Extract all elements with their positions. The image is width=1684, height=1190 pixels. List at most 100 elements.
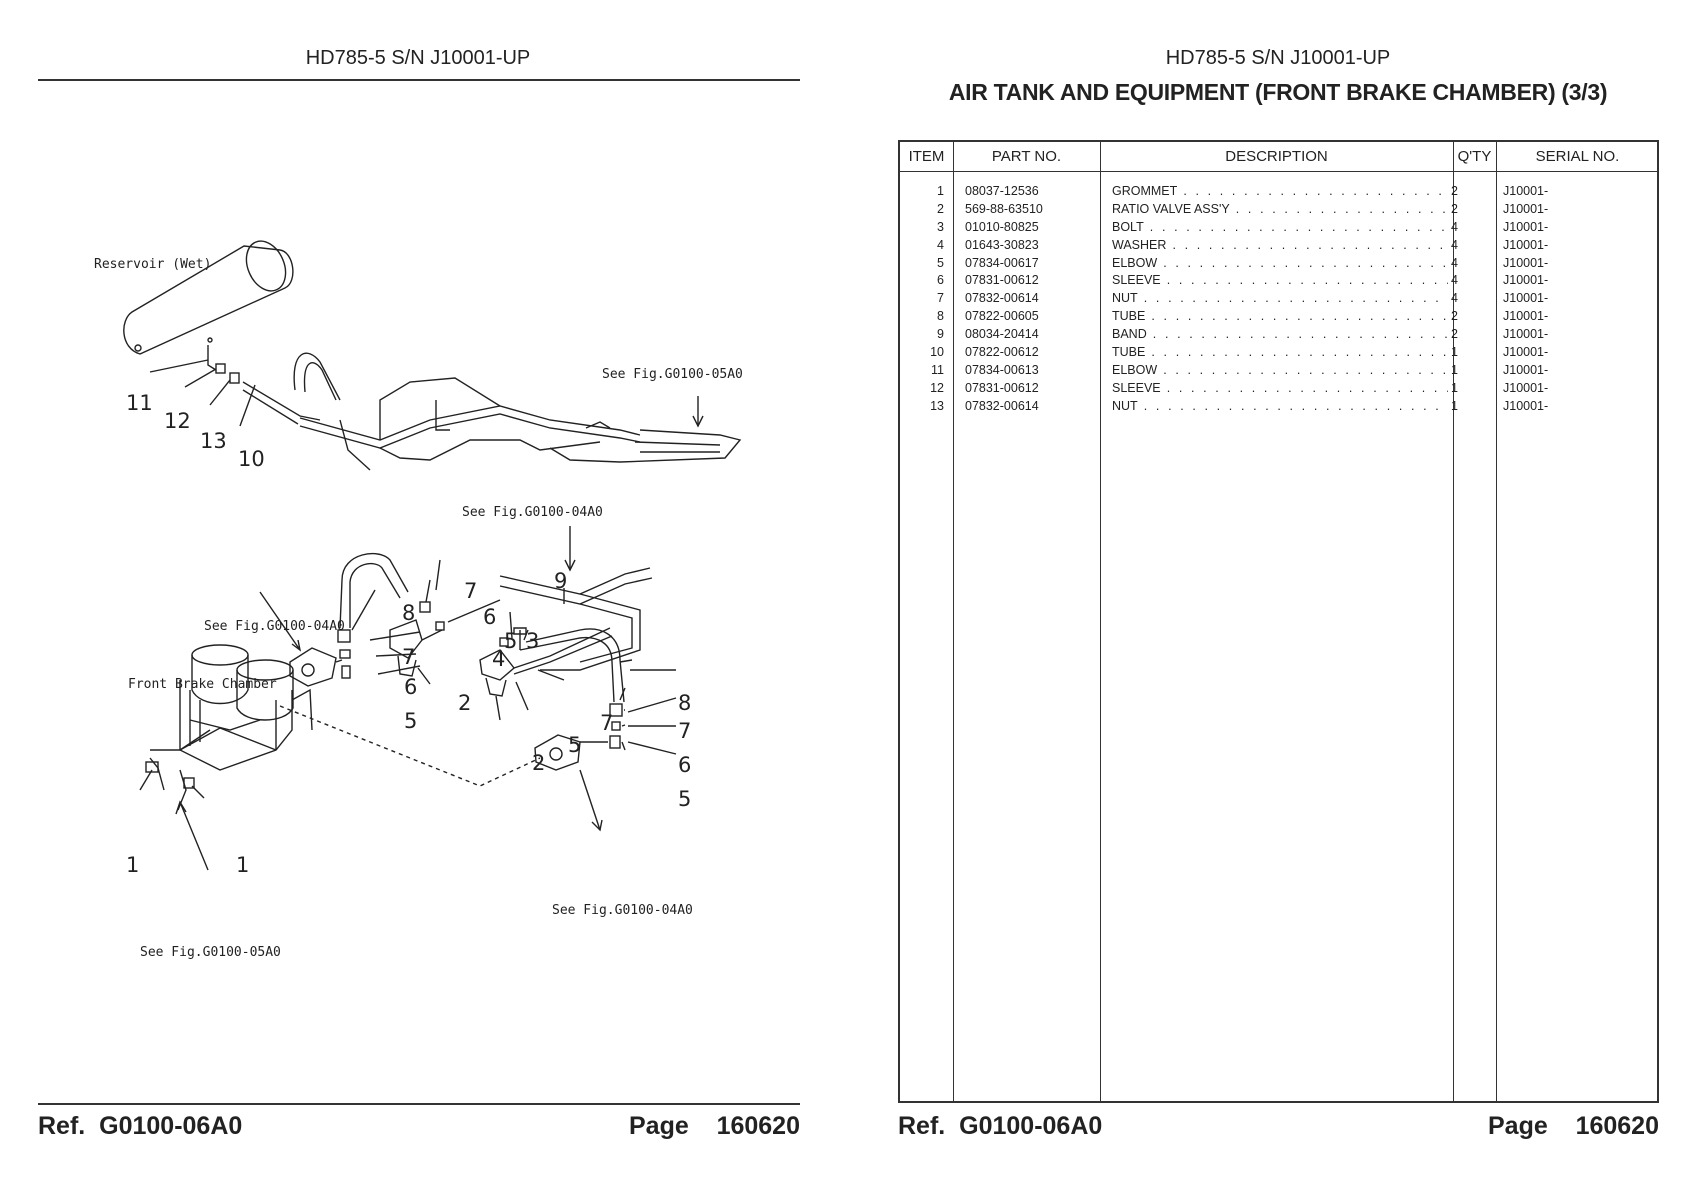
item-cell: 10 — [930, 345, 944, 360]
front-brake-chamber-label: Front Brake Chamber — [128, 677, 277, 692]
callout-3: 3 — [526, 629, 539, 653]
description-cell: BAND . . . . . . . . . . . . . . . . . .… — [1112, 327, 1448, 342]
part-no-cell: 07834-00613 — [965, 362, 1039, 377]
item-cell: 8 — [937, 309, 944, 324]
serial-cell: J10001- — [1503, 273, 1549, 288]
table-row: 11 07834-00613 ELBOW . . . . . . . . . . .… — [900, 362, 1657, 380]
callout-7-mid: 7 — [600, 711, 613, 735]
item-cell: 1 — [937, 184, 944, 198]
qty-cell: 4 — [1451, 273, 1458, 288]
callout-1-right: 1 — [236, 853, 249, 877]
table-row: 9 08034-20414 BAND . . . . . . . . . . . .… — [900, 326, 1657, 344]
callout-9: 9 — [554, 569, 567, 593]
callout-8-upper: 8 — [402, 601, 415, 625]
callout-5-mid: 5 — [568, 733, 581, 757]
description-cell: GROMMET . . . . . . . . . . . . . . . . … — [1112, 184, 1448, 198]
item-cell: 6 — [937, 273, 944, 288]
callout-6-right: 6 — [678, 753, 691, 777]
page-title: AIR TANK AND EQUIPMENT (FRONT BRAKE CHAM… — [948, 79, 1608, 105]
left-footer-page: Page 160620 — [616, 1112, 800, 1141]
callout-7-left: 7 — [402, 645, 415, 669]
header-item: ITEM — [908, 148, 945, 165]
right-footer-page: Page 160620 — [1470, 1112, 1659, 1141]
parts-rows: 1 08037-12536 GROMMET . . . . . . . . . . … — [900, 183, 1657, 416]
ref-label: Ref. — [898, 1112, 946, 1140]
part-no-cell: 08037-12536 — [965, 184, 1039, 198]
callout-12: 12 — [164, 409, 191, 433]
part-no-cell: 07831-00612 — [965, 273, 1039, 288]
right-footer-ref: Ref. G0100-06A0 — [898, 1112, 1102, 1141]
item-cell: 7 — [937, 291, 944, 306]
reservoir-tank — [123, 245, 294, 355]
right-page-header: HD785-5 S/N J10001-UP — [1165, 47, 1391, 69]
serial-cell: J10001- — [1503, 184, 1549, 198]
ref-label: Ref. — [38, 1112, 86, 1140]
callout-5-right: 5 — [678, 787, 691, 811]
qty-cell: 2 — [1451, 309, 1458, 324]
description-cell: SLEEVE . . . . . . . . . . . . . . . . .… — [1112, 380, 1448, 395]
part-no-cell: 08034-20414 — [965, 327, 1039, 342]
see-fig-04a0-mid: See Fig.G0100-04A0 — [462, 505, 603, 520]
left-footer-rule — [38, 1103, 800, 1105]
serial-cell: J10001- — [1503, 380, 1549, 395]
callout-6-upper: 6 — [483, 605, 496, 629]
serial-cell: J10001- — [1503, 237, 1549, 252]
description-cell: SLEEVE . . . . . . . . . . . . . . . . .… — [1112, 273, 1448, 288]
qty-cell: 1 — [1451, 362, 1458, 377]
part-no-cell: 07822-00612 — [965, 345, 1039, 360]
item-cell: 11 — [931, 362, 944, 377]
part-no-cell: 569-88-63510 — [965, 201, 1043, 216]
serial-cell: J10001- — [1503, 398, 1549, 413]
qty-cell: 1 — [1451, 398, 1458, 413]
exploded-parts-drawing: Reservoir (Wet) See Fig.G0100-05A0 See F… — [94, 240, 743, 960]
header-serial: SERIAL NO. — [1535, 148, 1620, 165]
page-number: 160620 — [1575, 1112, 1659, 1140]
parts-table: ITEM PART NO. DESCRIPTION Q'TY SERIAL NO… — [898, 140, 1659, 1103]
see-fig-05a0-bottom: See Fig.G0100-05A0 — [140, 945, 281, 960]
item-cell: 4 — [937, 237, 944, 252]
callout-11: 11 — [126, 391, 153, 415]
qty-cell: 2 — [1451, 184, 1458, 198]
serial-cell: J10001- — [1503, 327, 1549, 342]
left-header-rule — [38, 79, 800, 81]
qty-cell: 1 — [1451, 345, 1458, 360]
description-cell: BOLT . . . . . . . . . . . . . . . . . .… — [1112, 219, 1448, 234]
callout-5-upper: 5 — [504, 629, 517, 653]
serial-cell: J10001- — [1503, 345, 1549, 360]
qty-cell: 2 — [1451, 327, 1458, 342]
description-cell: ELBOW . . . . . . . . . . . . . . . . . … — [1112, 255, 1448, 270]
item-cell: 2 — [937, 201, 944, 216]
description-cell: RATIO VALVE ASS'Y . . . . . . . . . . . … — [1112, 201, 1448, 216]
item-cell: 9 — [937, 327, 944, 342]
qty-cell: 4 — [1451, 255, 1458, 270]
callout-2-right: 2 — [532, 751, 545, 775]
part-no-cell: 07832-00614 — [965, 291, 1039, 306]
description-cell: ELBOW . . . . . . . . . . . . . . . . . … — [1112, 362, 1448, 377]
serial-cell: J10001- — [1503, 362, 1549, 377]
serial-cell: J10001- — [1503, 255, 1549, 270]
callout-7-right: 7 — [678, 719, 691, 743]
callout-10: 10 — [238, 447, 265, 471]
see-fig-05a0-top: See Fig.G0100-05A0 — [602, 367, 743, 382]
header-part-no: PART NO. — [991, 148, 1062, 165]
serial-cell: J10001- — [1503, 219, 1549, 234]
header-description: DESCRIPTION — [1225, 148, 1328, 165]
item-cell: 3 — [937, 219, 944, 234]
qty-cell: 4 — [1451, 291, 1458, 306]
description-cell: NUT . . . . . . . . . . . . . . . . . . … — [1112, 398, 1448, 413]
qty-cell: 4 — [1451, 219, 1458, 234]
part-no-cell: 07822-00605 — [965, 309, 1039, 324]
page-label: Page — [629, 1112, 689, 1140]
part-no-cell: 01643-30823 — [965, 237, 1039, 252]
page-number: 160620 — [716, 1112, 800, 1140]
item-cell: 13 — [930, 398, 944, 413]
left-page-header: HD785-5 S/N J10001-UP — [305, 47, 531, 69]
part-no-cell: 07831-00612 — [965, 380, 1039, 395]
table-row: 2 569-88-63510 RATIO VALVE ASS'Y . . . . .… — [900, 201, 1657, 219]
see-fig-04a0-left: See Fig.G0100-04A0 — [204, 619, 345, 634]
part-no-cell: 07834-00617 — [965, 255, 1039, 270]
